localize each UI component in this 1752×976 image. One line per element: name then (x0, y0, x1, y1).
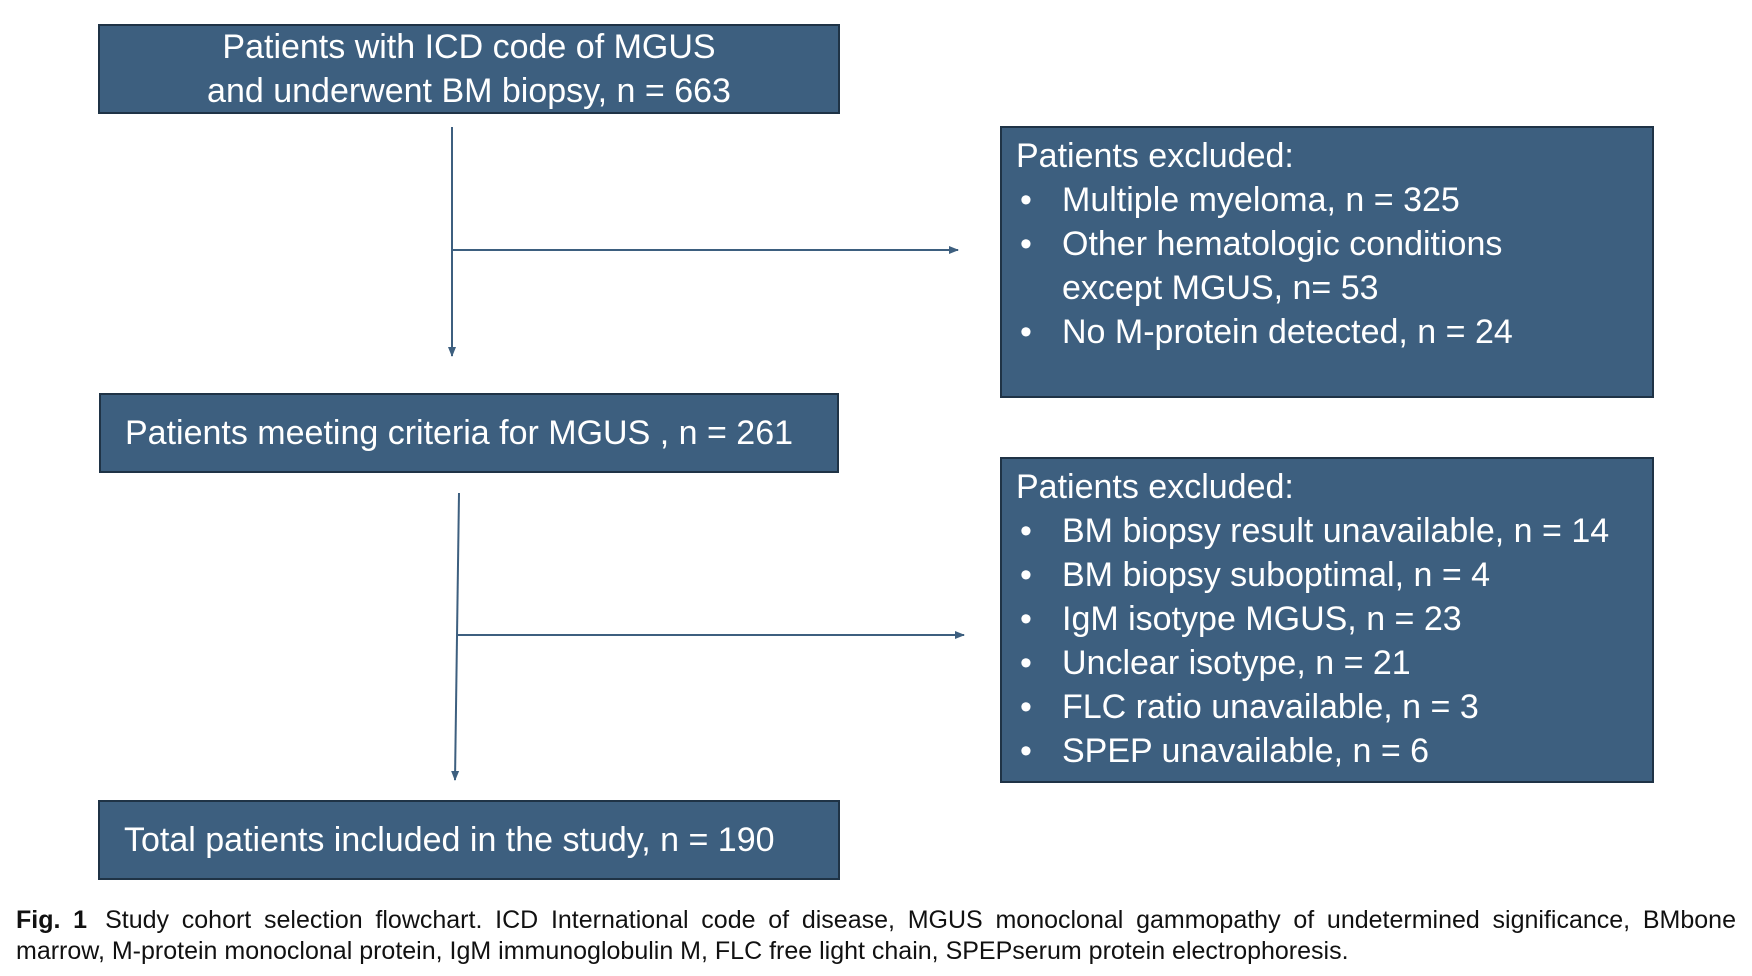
bullet-icon: • (1020, 600, 1032, 638)
exclusion-2-item-text: Unclear isotype, n = 21 (1062, 644, 1411, 682)
exclusion-2-item: • SPEP unavailable, n = 6 (1016, 729, 1638, 773)
exclusion-2-item: • IgM isotype MGUS, n = 23 (1016, 597, 1638, 641)
exclusion-2-list: • BM biopsy result unavailable, n = 14 •… (1016, 509, 1638, 773)
exclusion-2-item-text: IgM isotype MGUS, n = 23 (1062, 600, 1462, 638)
exclusion-1-item: • No M-protein detected, n = 24 (1016, 310, 1638, 354)
box-initial-line2: and underwent BM biopsy, n = 663 (207, 72, 731, 110)
exclusion-2-item: • FLC ratio unavailable, n = 3 (1016, 685, 1638, 729)
box-final-included-text: Total patients included in the study, n … (124, 821, 775, 859)
exclusion-2-item: • BM biopsy result unavailable, n = 14 (1016, 509, 1638, 553)
exclusion-2-item-text: FLC ratio unavailable, n = 3 (1062, 688, 1479, 726)
exclusion-2-item-text: BM biopsy suboptimal, n = 4 (1062, 556, 1491, 594)
box-exclusion-1: Patients excluded: • Multiple myeloma, n… (1000, 126, 1654, 398)
exclusion-1-list: • Multiple myeloma, n = 325 • Other hema… (1016, 178, 1638, 354)
box-exclusion-2: Patients excluded: • BM biopsy result un… (1000, 457, 1654, 783)
exclusion-1-title: Patients excluded: (1016, 137, 1294, 175)
bullet-icon: • (1020, 688, 1032, 726)
bullet-icon: • (1020, 225, 1032, 263)
exclusion-2-title: Patients excluded: (1016, 468, 1294, 506)
box-initial-line1: Patients with ICD code of MGUS (222, 28, 716, 66)
exclusion-2-item-text: BM biopsy result unavailable, n = 14 (1062, 512, 1610, 550)
bullet-icon: • (1020, 313, 1032, 351)
exclusion-1-item-text: No M-protein detected, n = 24 (1062, 313, 1513, 351)
exclusion-1-item-text: Multiple myeloma, n = 325 (1062, 181, 1460, 219)
exclusion-1-item: • Other hematologic conditions except MG… (1016, 222, 1638, 310)
box-mgus-criteria: Patients meeting criteria for MGUS , n =… (99, 393, 839, 473)
bullet-icon: • (1020, 512, 1032, 550)
exclusion-1-item-text: Other hematologic conditions except MGUS… (1062, 225, 1503, 307)
exclusion-2-item: • BM biopsy suboptimal, n = 4 (1016, 553, 1638, 597)
figure-label: Fig. 1 (16, 906, 88, 934)
box-initial-patients: Patients with ICD code of MGUS and under… (98, 24, 840, 114)
box-mgus-criteria-text: Patients meeting criteria for MGUS , n =… (125, 414, 794, 452)
bullet-icon: • (1020, 644, 1032, 682)
bullet-icon: • (1020, 181, 1032, 219)
exclusion-1-item: • Multiple myeloma, n = 325 (1016, 178, 1638, 222)
exclusion-2-item-text: SPEP unavailable, n = 6 (1062, 732, 1430, 770)
figure-caption-text: Study cohort selection flowchart. ICD In… (16, 906, 1736, 965)
bullet-icon: • (1020, 732, 1032, 770)
arrow-middle-to-final (451, 492, 460, 781)
exclusion-2-item: • Unclear isotype, n = 21 (1016, 641, 1638, 685)
bullet-icon: • (1020, 556, 1032, 594)
box-final-included: Total patients included in the study, n … (98, 800, 840, 880)
